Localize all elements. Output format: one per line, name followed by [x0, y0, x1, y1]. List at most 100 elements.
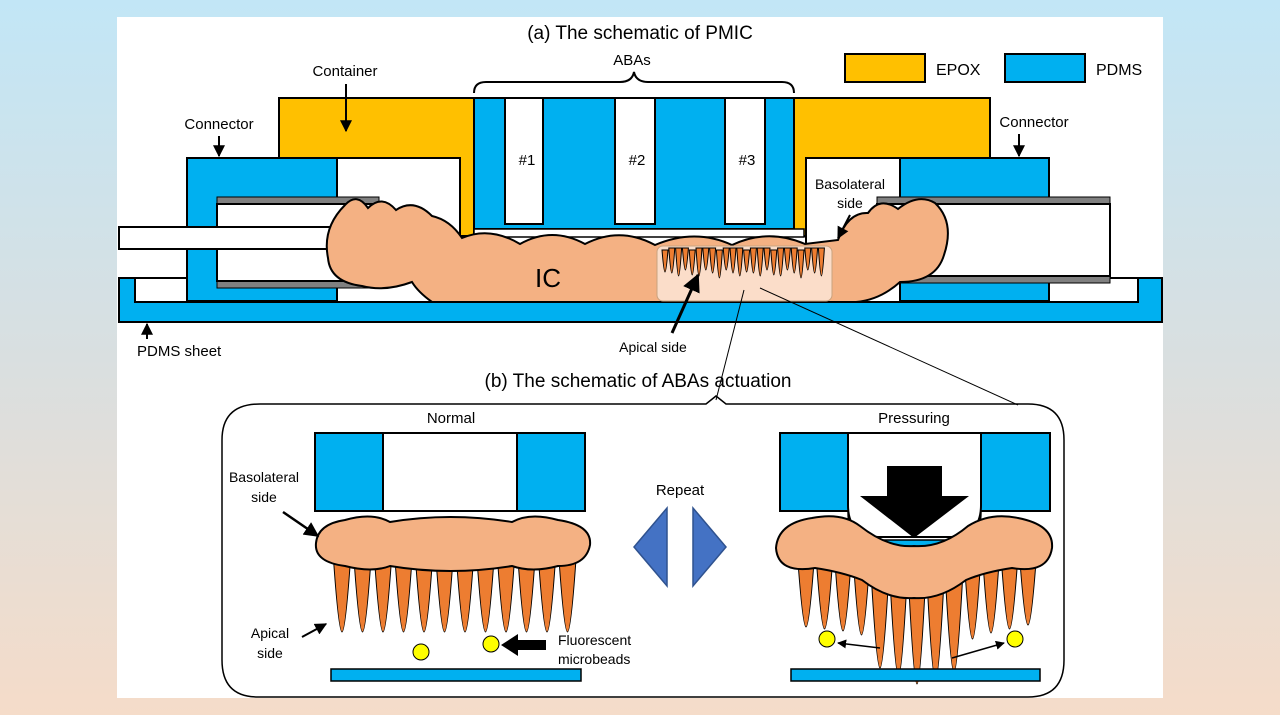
pressuring-state: Pressuring — [774, 410, 1054, 685]
villus-small — [763, 247, 771, 271]
villus — [815, 554, 834, 630]
villus-small — [797, 249, 805, 279]
villus — [496, 551, 516, 633]
normal-apical-side-label: side — [257, 645, 283, 661]
apical-arrow-a — [670, 273, 700, 334]
inlet-tube-left — [118, 226, 350, 250]
panel-a-title: (a) The schematic of PMIC — [527, 23, 753, 44]
villus-small — [790, 247, 798, 274]
villus — [332, 551, 352, 633]
villus-small — [804, 247, 812, 271]
panel-b: (b) The schematic of ABAs actuation Norm… — [221, 371, 1065, 698]
normal-villi — [332, 551, 578, 633]
zoom-line-left — [715, 289, 745, 401]
villus — [516, 551, 537, 633]
connector-left-label: Connector — [184, 116, 253, 133]
villus — [1018, 554, 1038, 626]
villus-small — [661, 249, 669, 273]
abas-membrane — [473, 228, 805, 238]
villus-small — [722, 247, 730, 271]
villus-small — [681, 247, 689, 271]
villus — [455, 551, 475, 633]
legend-pdms-swatch — [1004, 53, 1086, 83]
villus-small — [749, 247, 757, 274]
chamber-3 — [724, 97, 766, 225]
villi-small — [661, 247, 825, 279]
chamber-2-label: #2 — [629, 152, 646, 169]
villus — [907, 579, 927, 685]
legend-pdms-label: PDMS — [1096, 62, 1142, 79]
pressuring-base-sheet — [790, 668, 1041, 682]
chamber-3-label: #3 — [739, 152, 756, 169]
legend: EPOX PDMS — [844, 53, 1142, 83]
pressuring-cell-body — [774, 515, 1054, 600]
basolateral-side-label-a: side — [837, 195, 863, 211]
normal-cell-body — [314, 515, 592, 572]
villus-small — [668, 247, 676, 274]
normal-apical-label: Apical — [251, 625, 289, 641]
normal-apical-arrow — [301, 623, 328, 638]
pressuring-bead-arrow-left — [837, 639, 881, 649]
panel-b-title: (b) The schematic of ABAs actuation — [485, 371, 792, 392]
apical-side-label-a: Apical side — [619, 339, 687, 355]
normal-title: Normal — [427, 410, 475, 427]
normal-state: Normal Basolateral side Apical side Fluo… — [229, 410, 631, 682]
normal-bead-arrow — [501, 634, 546, 656]
villus — [870, 579, 890, 669]
villus — [537, 551, 557, 633]
villus-small — [783, 247, 791, 271]
basolateral-label-a: Basolateral — [815, 176, 885, 192]
villus — [1000, 554, 1019, 630]
villus-small — [715, 249, 723, 279]
villus-small — [743, 249, 751, 273]
fluorescent-label: Fluorescent — [558, 632, 631, 648]
container-label: Container — [312, 63, 377, 80]
villus — [796, 554, 816, 628]
villus-small — [709, 247, 717, 274]
panel-b-frame — [221, 395, 1065, 698]
normal-basolateral-side-label: side — [251, 489, 277, 505]
chamber-1 — [504, 97, 544, 225]
villus — [352, 551, 373, 633]
villus — [557, 551, 578, 633]
chamber-2 — [614, 97, 656, 225]
pressuring-bead-2 — [1006, 630, 1024, 648]
microbeads-label: microbeads — [558, 651, 630, 667]
villus — [434, 551, 455, 633]
normal-bead-2 — [482, 635, 500, 653]
villus — [981, 554, 1001, 634]
abas-label: ABAs — [613, 52, 651, 69]
pressuring-bead-1 — [818, 630, 836, 648]
pressuring-title: Pressuring — [878, 410, 950, 427]
zoom-line-right — [759, 287, 1019, 406]
villus-small — [770, 249, 778, 276]
villus-small — [702, 247, 710, 271]
repeat-indicator: Repeat — [633, 482, 727, 589]
repeat-right-arrow — [692, 505, 727, 589]
villus-small — [736, 247, 744, 277]
villus-small — [729, 247, 737, 274]
villus-small — [817, 247, 825, 277]
villus-small — [756, 247, 764, 277]
abas-brace — [473, 71, 795, 94]
villus-small — [777, 247, 785, 277]
basolateral-arrow-a — [837, 214, 851, 240]
normal-basolateral-arrow — [282, 510, 320, 538]
villus-small — [675, 247, 683, 277]
villus — [373, 551, 393, 633]
legend-epox-label: EPOX — [936, 62, 981, 79]
chamber-1-label: #1 — [519, 152, 536, 169]
pdms-sheet-label: PDMS sheet — [137, 343, 222, 360]
pressuring-bead-arrow-right — [951, 640, 1005, 659]
villus — [393, 551, 414, 633]
repeat-left-arrow — [633, 505, 668, 589]
normal-base-sheet — [330, 668, 582, 682]
normal-bead-1 — [412, 643, 430, 661]
villus — [475, 551, 496, 633]
villus-small — [811, 247, 819, 274]
connector-right-label: Connector — [999, 114, 1068, 131]
pressure-arrow — [860, 466, 969, 538]
legend-epox-swatch — [844, 53, 926, 83]
normal-chamber-void — [382, 432, 518, 512]
